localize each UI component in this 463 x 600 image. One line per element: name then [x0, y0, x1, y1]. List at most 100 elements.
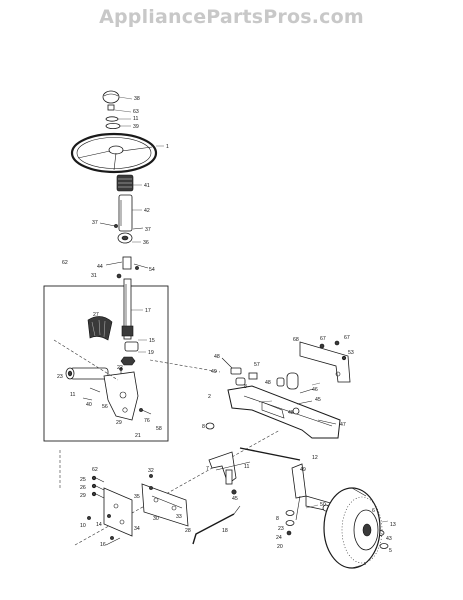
- callout-number: 53: [348, 350, 354, 356]
- callout-number: 19: [148, 350, 154, 356]
- nut[interactable]: [116, 273, 122, 279]
- callout-number: 35: [134, 494, 140, 500]
- callout-number: 76: [144, 418, 150, 424]
- watermark-text: AppliancePartsPros.com: [99, 6, 364, 28]
- callout-number: 26: [80, 485, 86, 491]
- callout-number: 62: [92, 467, 98, 473]
- washer[interactable]: [105, 116, 119, 122]
- shaft-coupler[interactable]: [105, 256, 149, 270]
- insert[interactable]: [105, 123, 121, 130]
- callout-number: 24: [276, 535, 282, 541]
- inset-leader-line: [149, 359, 221, 373]
- callout-number: 42: [144, 208, 150, 214]
- hardware-stack[interactable]: [231, 489, 389, 549]
- cap-screw[interactable]: [107, 104, 115, 111]
- flat-washer[interactable]: [205, 422, 215, 430]
- callout-number: 48: [214, 354, 220, 360]
- callout-number: 8: [202, 424, 205, 430]
- tie-rod[interactable]: [192, 505, 241, 545]
- callout-number: 28: [185, 528, 191, 534]
- bolt[interactable]: [99, 222, 118, 228]
- bushing[interactable]: [235, 377, 246, 386]
- steering-plate[interactable]: [141, 483, 189, 527]
- bolt[interactable]: [132, 227, 144, 230]
- axle-bracket[interactable]: [299, 341, 351, 383]
- callout-number: 62: [62, 260, 68, 266]
- callout-number: 23: [278, 526, 284, 532]
- bolt[interactable]: [82, 387, 101, 401]
- callout-number: 45: [232, 496, 238, 502]
- steering-shaft-extension[interactable]: [118, 194, 133, 232]
- bolt[interactable]: [292, 388, 314, 415]
- bushing[interactable]: [276, 377, 285, 387]
- callout-number: 14: [96, 522, 102, 528]
- flange-bushing[interactable]: [124, 341, 139, 352]
- pitman-arm[interactable]: [208, 451, 237, 485]
- callout-number: 43: [386, 536, 392, 542]
- bolt[interactable]: [139, 408, 152, 415]
- bolt[interactable]: [221, 357, 242, 375]
- callout-number: 18: [222, 528, 228, 534]
- steering-gear-bracket[interactable]: [103, 371, 139, 421]
- callout-number: 29: [80, 493, 86, 499]
- inset-leader-line: [74, 429, 281, 546]
- axle-spacer[interactable]: [286, 372, 299, 390]
- hex-nut[interactable]: [120, 356, 136, 366]
- callout-number: 8: [244, 384, 247, 390]
- callout-number: 32: [148, 468, 154, 474]
- callout-number: 38: [134, 96, 140, 102]
- callout-number: 56: [102, 404, 108, 410]
- steering-adapter[interactable]: [117, 232, 133, 244]
- bolt-set[interactable]: [87, 474, 153, 546]
- callout-number: 15: [149, 338, 155, 344]
- steering-gear-inset-box: [43, 285, 169, 442]
- callout-number: 54: [149, 267, 155, 273]
- callout-number: 41: [144, 183, 150, 189]
- callout-number: 36: [143, 240, 149, 246]
- inset-leader-line: [53, 339, 119, 381]
- callout-number: 17: [145, 308, 151, 314]
- callout-number: 46: [312, 387, 318, 393]
- callout-number: 67: [344, 335, 350, 341]
- steering-cap[interactable]: [102, 90, 120, 104]
- callout-number: 22: [117, 365, 123, 371]
- callout-number: 33: [176, 514, 182, 520]
- screw[interactable]: [317, 419, 337, 425]
- callout-number: 27: [93, 312, 99, 318]
- callout-number: 29: [116, 420, 122, 426]
- callout-number: 13: [390, 522, 396, 528]
- callout-number: 49: [300, 467, 306, 473]
- front-wheel[interactable]: [323, 487, 383, 569]
- callout-number: 20: [277, 544, 283, 550]
- callout-number: 11: [133, 116, 138, 122]
- callout-number: 63: [133, 109, 139, 115]
- drag-link[interactable]: [215, 447, 301, 471]
- steering-bushing[interactable]: [116, 174, 134, 192]
- callout-number: 39: [133, 124, 139, 130]
- callout-number: 49: [211, 369, 217, 375]
- callout-number: 44: [97, 264, 103, 270]
- callout-number: 7: [206, 466, 209, 472]
- callout-number: 48: [265, 380, 271, 386]
- steering-wheel[interactable]: [70, 132, 158, 174]
- sector-shaft-assembly[interactable]: [65, 367, 109, 380]
- callout-number: 21: [135, 433, 141, 439]
- axle-main-member[interactable]: [227, 385, 341, 439]
- callout-number: 5: [389, 548, 392, 554]
- callout-number: 57: [254, 362, 260, 368]
- callout-number: 10: [80, 523, 86, 529]
- callout-number: 12: [312, 455, 318, 461]
- callout-number: 16: [100, 542, 106, 548]
- steering-sector-gear[interactable]: [87, 316, 113, 341]
- nut[interactable]: [319, 340, 347, 361]
- callout-number: 67: [320, 336, 326, 342]
- callout-number: 2: [208, 394, 211, 400]
- pinion-gear[interactable]: [121, 325, 134, 337]
- callout-number: 58: [156, 426, 162, 432]
- steering-support-bracket[interactable]: [103, 487, 133, 537]
- spacer[interactable]: [248, 372, 258, 380]
- callout-number: 6: [372, 508, 375, 514]
- callout-number: 45: [315, 397, 321, 403]
- callout-number: 37: [92, 220, 98, 226]
